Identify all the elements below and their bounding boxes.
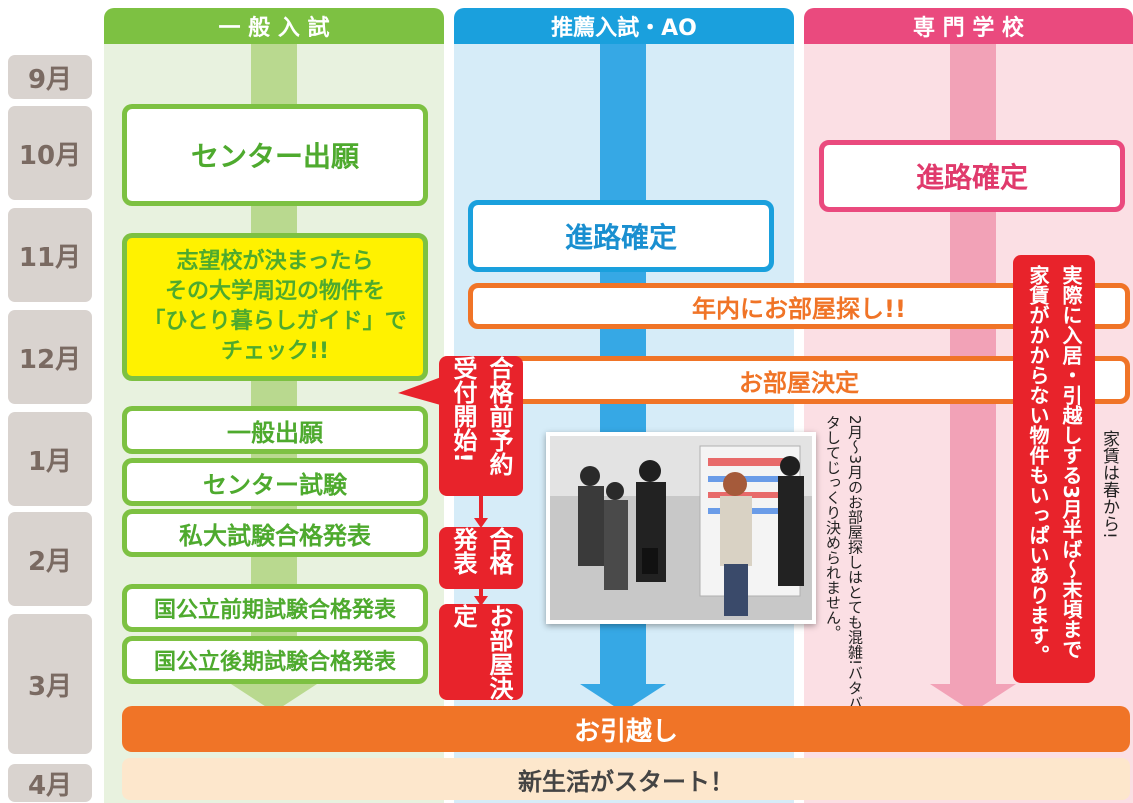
private-result-box: 私大試験合格発表 bbox=[122, 509, 428, 557]
month-label-apr: 4月 bbox=[8, 764, 92, 802]
general-column-header: 一 般 入 試 bbox=[104, 8, 444, 44]
rent-free-note-box: 実際に入居・引越しする3月半ば〜末頃まで家賃がかからない物件もいっぱいあります。 bbox=[1013, 255, 1095, 683]
month-label-sep: 9月 bbox=[8, 55, 92, 99]
recommend-column-header: 推薦入試・AO bbox=[454, 8, 794, 44]
month-label-nov: 11月 bbox=[8, 208, 92, 302]
moving-bar: お引越し bbox=[122, 706, 1130, 752]
month-label-dec: 12月 bbox=[8, 310, 92, 404]
general-apply-box: 一般出願 bbox=[122, 406, 428, 454]
vocational-column-header: 専 門 学 校 bbox=[804, 8, 1133, 44]
result-callout: 合格発表 bbox=[439, 527, 523, 589]
month-label-oct: 10月 bbox=[8, 106, 92, 200]
crowd-photo-image bbox=[550, 436, 812, 620]
room-search-photo bbox=[546, 432, 816, 624]
public-late-result-box: 国公立後期試験合格発表 bbox=[122, 636, 428, 684]
center-exam-box: センター試験 bbox=[122, 458, 428, 506]
guide-check-box: 志望校が決まったら その大学周辺の物件を 「ひとり暮らしガイド」で チェック!! bbox=[122, 233, 428, 381]
new-life-bar: 新生活がスタート！ bbox=[122, 758, 1130, 800]
pre-reservation-callout: 合格前予約受付開始! bbox=[439, 356, 523, 496]
month-label-jan: 1月 bbox=[8, 412, 92, 506]
center-apply-box: センター出願 bbox=[122, 104, 428, 206]
public-early-result-box: 国公立前期試験合格発表 bbox=[122, 584, 428, 632]
month-label-feb: 2月 bbox=[8, 512, 92, 606]
month-label-mar: 3月 bbox=[8, 614, 92, 754]
room-decided-callout: お部屋決定 bbox=[439, 604, 523, 700]
recommend-career-decided-box: 進路確定 bbox=[468, 200, 774, 272]
vocational-career-decided-box: 進路確定 bbox=[819, 140, 1125, 212]
rent-from-spring-handwritten-note: 家賃は春から! bbox=[1099, 430, 1119, 539]
busy-season-handwritten-note: 2月〜3月のお部屋探しはとても混雑!バタバタしてじっくり決められません。 bbox=[824, 415, 864, 711]
callout-pointer bbox=[398, 376, 444, 406]
